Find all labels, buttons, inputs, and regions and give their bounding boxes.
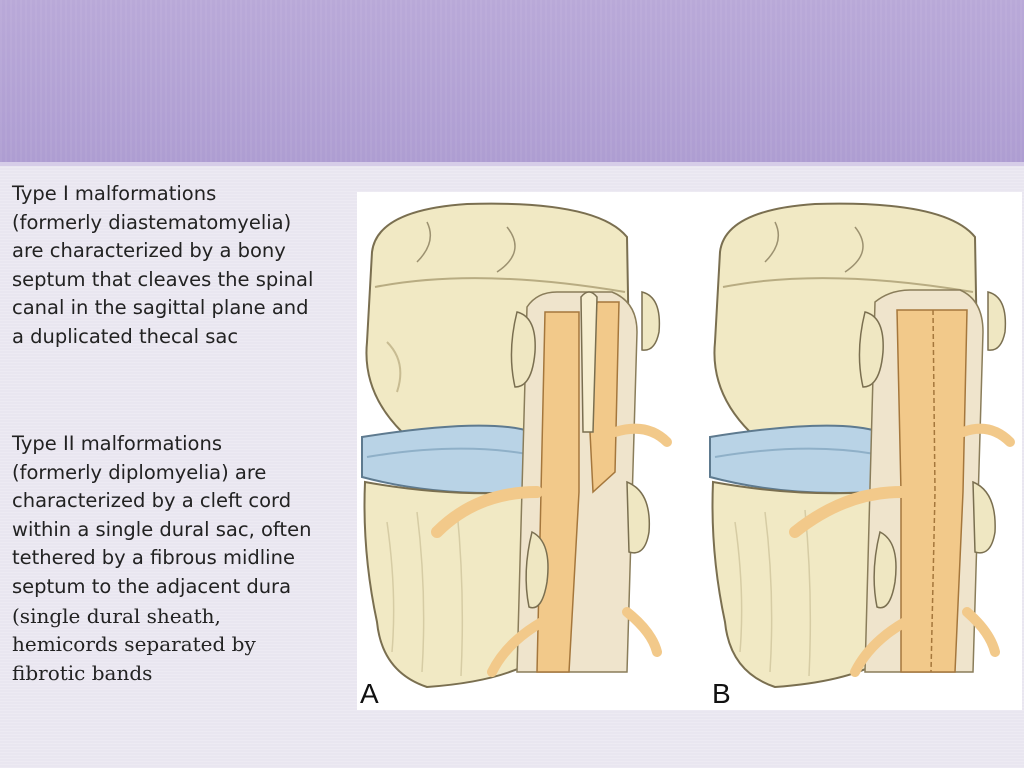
type-1-description: Type I malformations (formerly diastemat… <box>12 180 347 352</box>
text-line: fibrotic bands <box>12 660 153 685</box>
text-line: (formerly diastematomyelia) <box>12 210 292 234</box>
title-band-edge <box>0 162 1024 166</box>
text-line: tethered by a fibrous midline <box>12 546 295 570</box>
text-line: hemicords separated by <box>12 632 256 657</box>
text-line: Type I malformations <box>12 182 217 205</box>
text-line: within a single dural sac, often <box>12 517 312 541</box>
spine-illustration-a <box>361 202 672 689</box>
spine-illustration-b <box>709 202 1015 689</box>
text-line: canal in the sagittal plane and <box>12 296 309 320</box>
type-2-description: Type II malformations (formerly diplomye… <box>12 430 347 687</box>
text-line: (single dural sheath, <box>12 603 221 628</box>
text-line: a duplicated thecal sac <box>12 324 239 348</box>
text-line: septum to the adjacent dura <box>12 574 292 598</box>
text-line: septum that cleaves the spinal <box>12 267 314 291</box>
figure-label-a: A <box>360 678 379 709</box>
text-line: (formerly diplomyelia) are <box>12 460 267 484</box>
text-line: are characterized by a bony <box>12 239 286 263</box>
title-band <box>0 0 1024 162</box>
text-line: Type II malformations <box>12 432 222 455</box>
text-line: characterized by a cleft cord <box>12 489 292 513</box>
figure-label-b: B <box>712 678 731 709</box>
